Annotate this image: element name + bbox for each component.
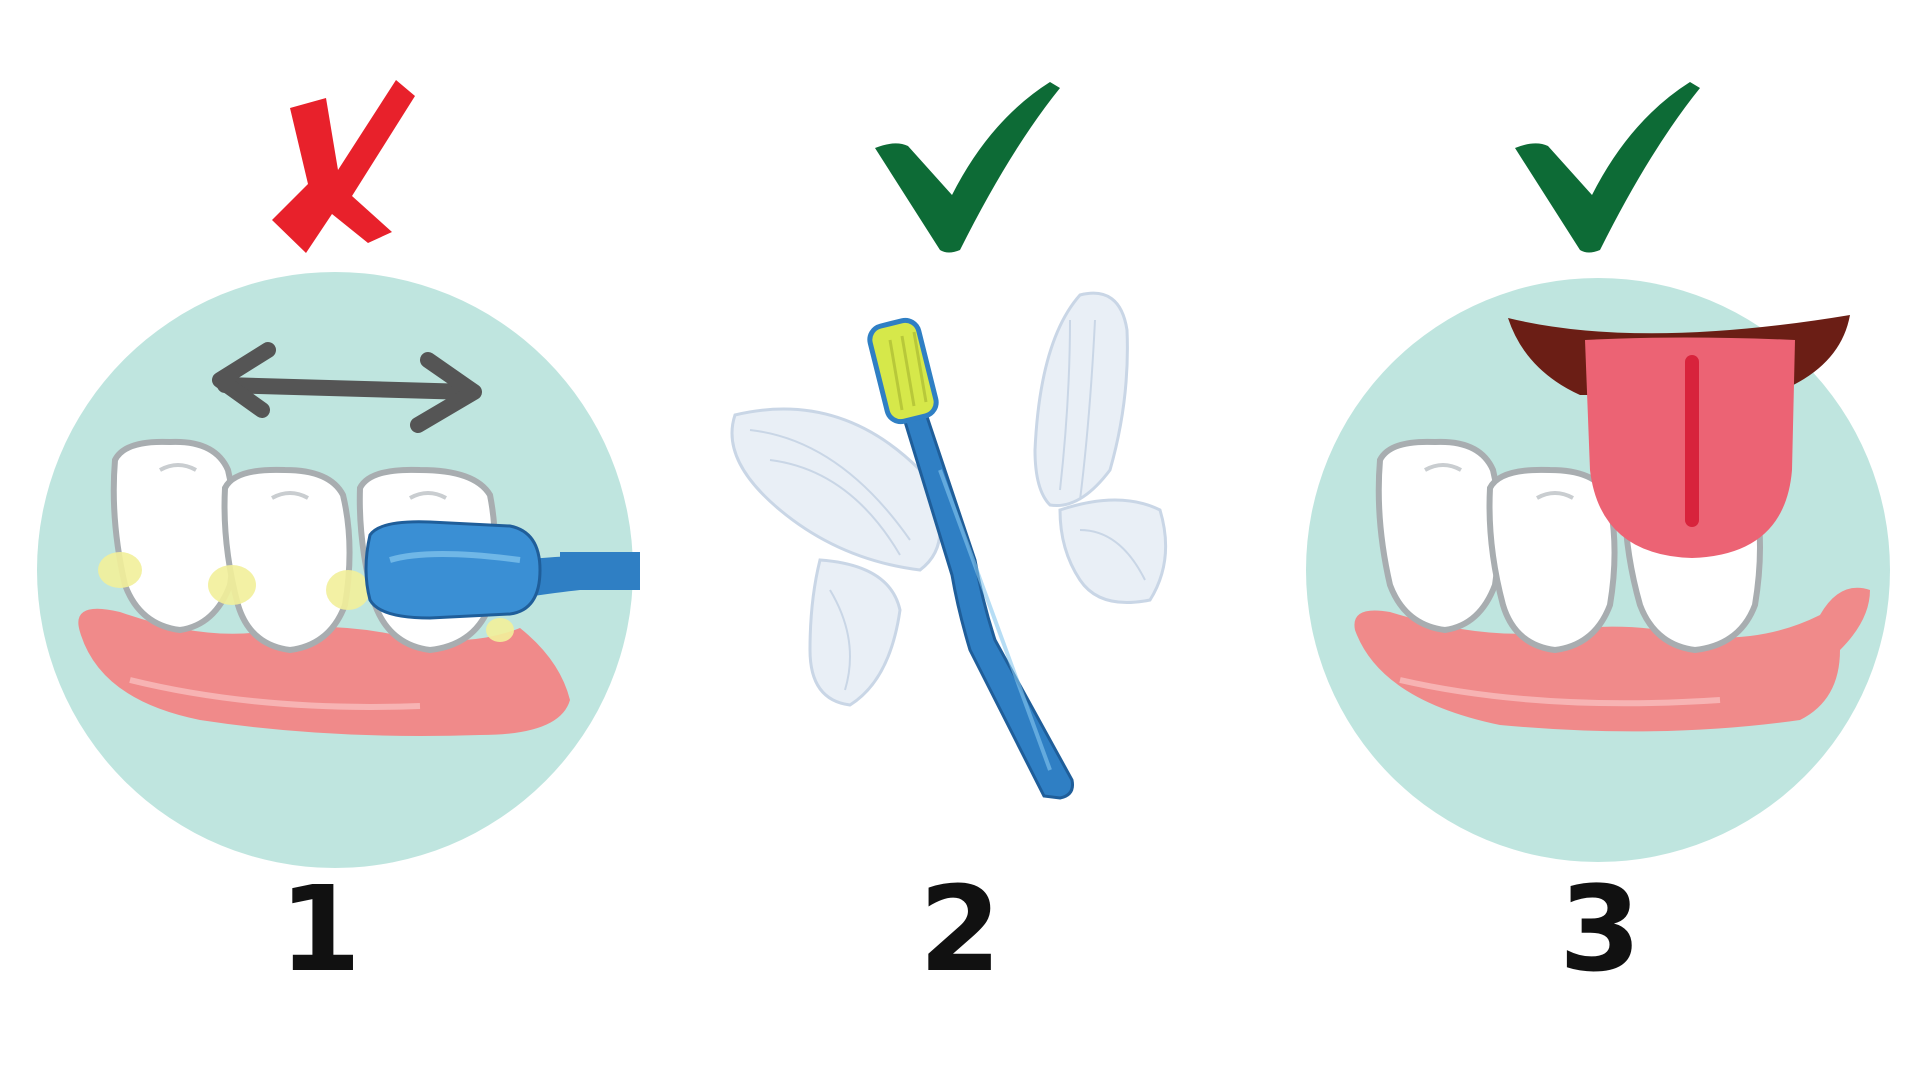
step-2-illustration — [730, 82, 1168, 800]
step-3-illustration — [1306, 82, 1890, 862]
step-panel-1: 1 — [0, 0, 640, 1080]
tongue-icon — [1585, 337, 1795, 558]
toothbrush — [364, 520, 640, 620]
red-cross-icon — [272, 80, 415, 253]
toothbrush — [867, 317, 1074, 800]
step-panel-2: 2 — [640, 0, 1280, 1080]
green-check-icon — [875, 82, 1060, 253]
green-check-icon — [1515, 82, 1700, 253]
gums — [1354, 587, 1870, 732]
step-panel-3: 3 — [1280, 0, 1920, 1080]
butterfly-wings — [730, 291, 1168, 707]
wing-sketch-lines — [749, 319, 1146, 691]
step-number-3: 3 — [1558, 860, 1642, 998]
step-number-2: 2 — [918, 860, 1002, 998]
double-arrow-icon — [212, 342, 482, 433]
step-1-illustration — [37, 80, 640, 868]
step-number-1: 1 — [278, 860, 362, 998]
plaque-spots — [98, 552, 514, 642]
